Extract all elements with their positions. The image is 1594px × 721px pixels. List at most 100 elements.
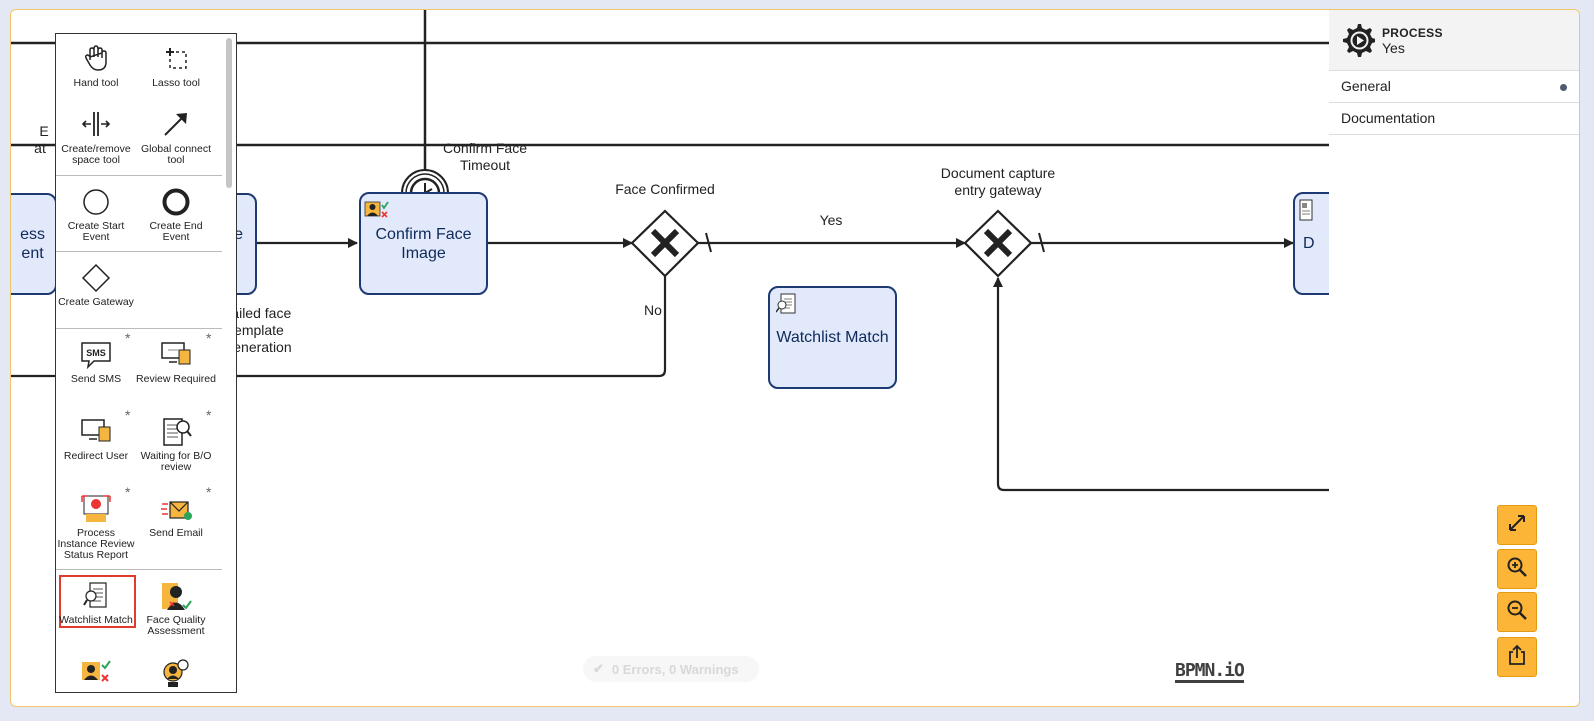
hand-tool-label: Hand tool xyxy=(73,77,119,89)
export-button[interactable] xyxy=(1497,637,1537,677)
custom-marker: * xyxy=(125,407,131,423)
default-flow-marker-2 xyxy=(1038,232,1045,253)
face-confirmed-label: Face Confirmed xyxy=(615,181,715,197)
check-icon: ✔ xyxy=(593,661,604,676)
task-confirm-face-label: Confirm Face Image xyxy=(375,225,472,262)
space-tool[interactable]: Create/remove space tool xyxy=(56,106,136,166)
modeler-frame: ess ent ate n Confirm Face Image xyxy=(10,9,1580,707)
send-email-tool[interactable]: Send Email xyxy=(136,490,216,539)
left-fragment-label-1: E xyxy=(39,123,49,139)
element-type: PROCESS xyxy=(1382,26,1443,40)
group-data-indicator xyxy=(1560,84,1567,91)
task-right-cut-label: D xyxy=(1303,235,1315,252)
task-left-cut-1[interactable]: ess ent xyxy=(11,193,57,295)
group-documentation[interactable]: Documentation xyxy=(1329,103,1579,135)
hand-tool[interactable]: Hand tool xyxy=(56,40,136,89)
zoom-in-icon xyxy=(1506,556,1528,583)
custom-marker: * xyxy=(125,330,131,346)
expand-icon xyxy=(1506,512,1528,539)
face-quality-tool[interactable]: Face Quality Assessment xyxy=(136,577,216,637)
review-required-label: Review Required xyxy=(136,373,216,385)
face-check-tool[interactable] xyxy=(56,654,136,692)
create-start-event[interactable]: Create Start Event xyxy=(56,183,136,243)
group-documentation-label: Documentation xyxy=(1341,110,1436,126)
zoom-out-icon xyxy=(1506,599,1528,626)
user-search-tool[interactable] xyxy=(136,654,216,692)
status-report-tool[interactable]: Process Instance Review Status Report xyxy=(56,490,136,561)
custom-marker: * xyxy=(206,407,212,423)
lasso-icon xyxy=(136,40,216,78)
group-general[interactable]: General xyxy=(1329,71,1579,103)
document-gateway-label: Document capture entry gateway xyxy=(940,165,1056,198)
face-quality-label: Face Quality Assessment xyxy=(146,614,206,637)
start-event-icon xyxy=(56,183,136,221)
palette-separator xyxy=(56,251,222,252)
palette-separator xyxy=(56,175,222,176)
user-search-icon xyxy=(136,654,216,692)
left-fragment-label-2: at xyxy=(34,140,46,156)
custom-marker: * xyxy=(206,330,212,346)
flow-no[interactable] xyxy=(11,275,667,378)
redirect-user-label: Redirect User xyxy=(63,450,129,462)
task-watchlist-match[interactable]: Watchlist Match xyxy=(768,286,897,389)
group-general-label: General xyxy=(1341,78,1391,94)
review-required-icon xyxy=(136,336,216,374)
start-event-label: Create Start Event xyxy=(67,220,125,243)
properties-panel: PROCESS Yes General Documentation xyxy=(1329,10,1579,706)
send-email-label: Send Email xyxy=(149,527,203,539)
sms-icon: SMS xyxy=(56,336,136,374)
palette-separator xyxy=(56,569,222,570)
waiting-review-label: Waiting for B/O review xyxy=(140,450,212,473)
flow-no-label: No xyxy=(644,302,662,318)
fullscreen-button[interactable] xyxy=(1497,505,1537,545)
status-report-label: Process Instance Review Status Report xyxy=(57,527,135,561)
create-gateway[interactable]: Create Gateway xyxy=(56,259,136,308)
end-event-label: Create End Event xyxy=(149,220,203,243)
tool-palette: Hand tool Lasso tool Create/remove space… xyxy=(55,33,237,693)
zoom-in-button[interactable] xyxy=(1497,549,1537,589)
redirect-user-tool[interactable]: Redirect User xyxy=(56,413,136,462)
send-email-icon xyxy=(136,490,216,528)
custom-marker: * xyxy=(206,484,212,500)
face-check-icon xyxy=(56,654,136,692)
zoom-out-button[interactable] xyxy=(1497,592,1537,632)
space-tool-icon xyxy=(56,106,136,144)
flow-loop-back[interactable] xyxy=(993,277,1329,492)
gateway-label: Create Gateway xyxy=(58,296,134,308)
linting-status[interactable]: ✔ 0 Errors, 0 Warnings xyxy=(583,656,759,682)
document-capture-gateway[interactable] xyxy=(963,209,1033,278)
face-confirmed-gateway[interactable] xyxy=(630,209,700,278)
svg-text:SMS: SMS xyxy=(86,348,106,358)
watchlist-icon xyxy=(56,577,136,615)
default-flow-marker xyxy=(705,232,712,253)
send-sms-tool[interactable]: SMS Send SMS xyxy=(56,336,136,385)
space-tool-label: Create/remove space tool xyxy=(61,143,131,166)
custom-marker: * xyxy=(125,484,131,500)
process-gear-icon xyxy=(1341,23,1376,62)
hand-icon xyxy=(56,40,136,78)
palette-scrollbar[interactable] xyxy=(226,38,232,188)
send-sms-label: Send SMS xyxy=(70,373,122,385)
global-connect-tool[interactable]: Global connect tool xyxy=(136,106,216,166)
end-event-icon xyxy=(136,183,216,221)
watchlist-match-tool[interactable]: Watchlist Match xyxy=(56,577,136,626)
waiting-review-tool[interactable]: Waiting for B/O review xyxy=(136,413,216,473)
timer-label: Confirm Face Timeout xyxy=(442,140,528,173)
selected-tool-highlight xyxy=(59,575,136,628)
share-icon xyxy=(1506,644,1528,671)
waiting-review-icon xyxy=(136,413,216,451)
review-required-tool[interactable]: Review Required xyxy=(136,336,216,385)
connect-arrow-icon xyxy=(136,106,216,144)
palette-separator xyxy=(56,328,222,329)
watchlist-match-label: Watchlist Match xyxy=(59,614,133,626)
face-quality-icon xyxy=(136,577,216,615)
linting-text: 0 Errors, 0 Warnings xyxy=(611,661,739,677)
create-end-event[interactable]: Create End Event xyxy=(136,183,216,243)
task-left-cut-1-label: ess ent xyxy=(20,226,45,262)
bpmn-io-logo[interactable]: BPMN.iO xyxy=(1175,660,1245,683)
task-watchlist-label: Watchlist Match xyxy=(776,329,889,346)
lasso-tool-label: Lasso tool xyxy=(152,77,200,89)
properties-header: PROCESS Yes xyxy=(1329,10,1579,71)
task-confirm-face-image[interactable]: Confirm Face Image xyxy=(359,192,488,295)
lasso-tool[interactable]: Lasso tool xyxy=(136,40,216,89)
